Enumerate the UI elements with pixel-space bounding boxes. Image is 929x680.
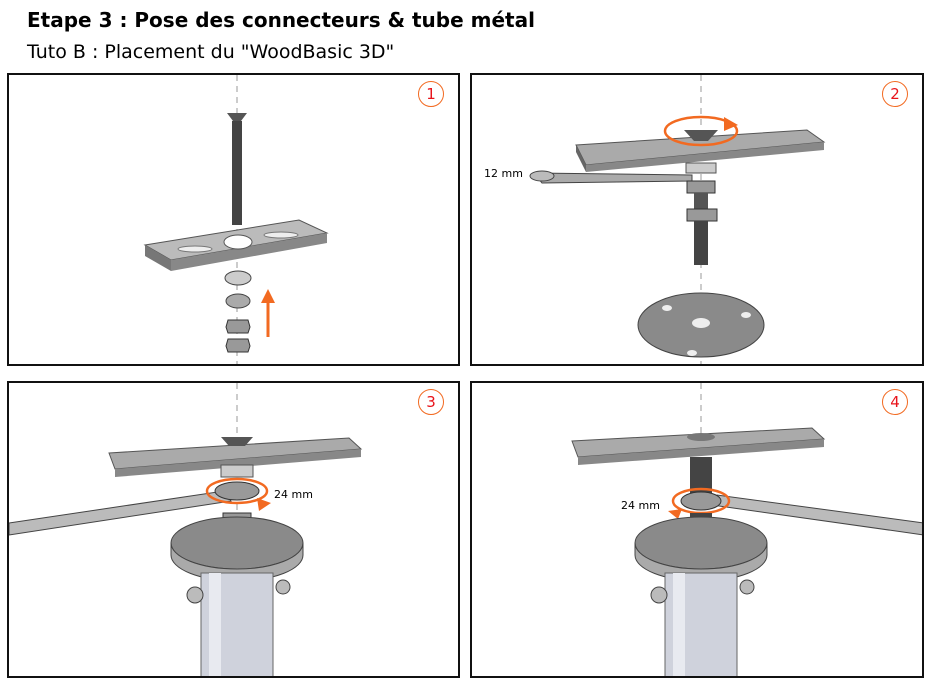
wrench-size-label: 24 mm [621, 499, 660, 512]
illustration-tighten-nut-24mm-left [9, 383, 363, 676]
step-number-badge: 2 [882, 81, 908, 107]
step-panel-1: 1 [7, 73, 460, 366]
page-subtitle: Tuto B : Placement du "WoodBasic 3D" [27, 41, 395, 63]
page-title: Etape 3 : Pose des connecteurs & tube mé… [27, 8, 535, 32]
wrench-icon [9, 490, 232, 536]
step-panel-2: 12 mm 2 [470, 73, 924, 366]
step-number-badge: 3 [418, 389, 444, 415]
step-panel-4: 24 mm 4 [470, 381, 924, 678]
step-number-badge: 4 [882, 389, 908, 415]
illustration-tighten-nut-24mm-right [571, 383, 922, 676]
wrench-size-label: 12 mm [484, 167, 523, 180]
step-panel-3: 24 mm 3 [7, 381, 460, 678]
illustration-exploded-screw-plate-nuts [143, 75, 329, 364]
wrench-size-label: 24 mm [274, 488, 313, 501]
illustration-tighten-screw-12mm [529, 75, 826, 364]
wrench-icon [532, 172, 693, 184]
rotation-arrow-icon [663, 115, 739, 147]
step-number-badge: 1 [418, 81, 444, 107]
rotation-arrow-icon [205, 477, 269, 505]
